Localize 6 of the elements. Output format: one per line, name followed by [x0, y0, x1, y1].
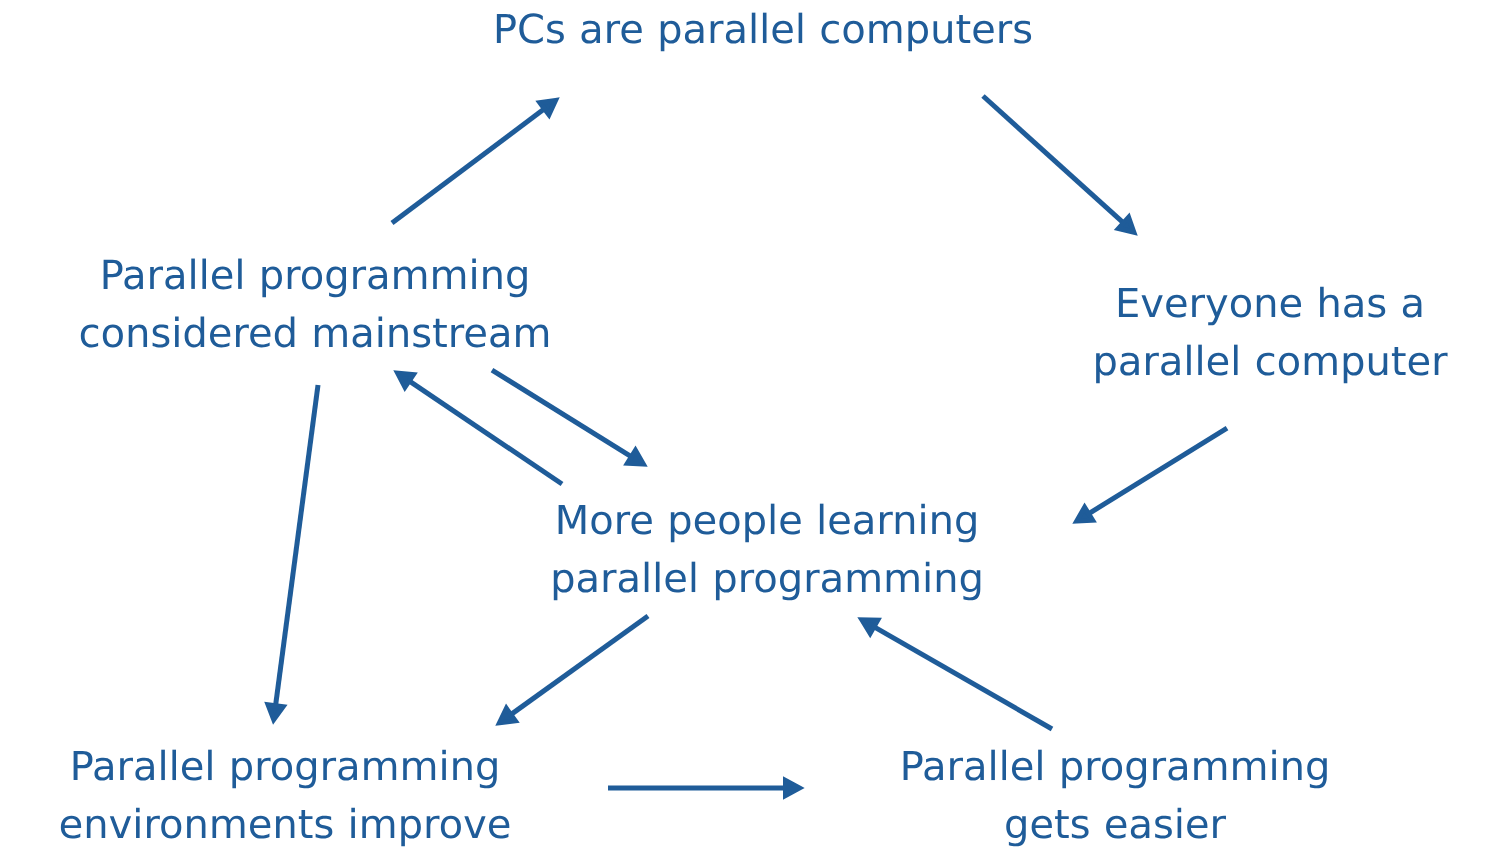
- node-text: Parallel programming gets easier: [903, 749, 1327, 847]
- node-text: Parallel programming considered mainstream: [80, 258, 549, 348]
- node-text: Everyone has a parallel computer: [1096, 286, 1448, 384]
- node-text: More people learning parallel programming: [553, 503, 981, 601]
- node-text: Parallel programming environments improve: [60, 749, 510, 847]
- node-text: PCs are parallel computers: [496, 12, 1032, 52]
